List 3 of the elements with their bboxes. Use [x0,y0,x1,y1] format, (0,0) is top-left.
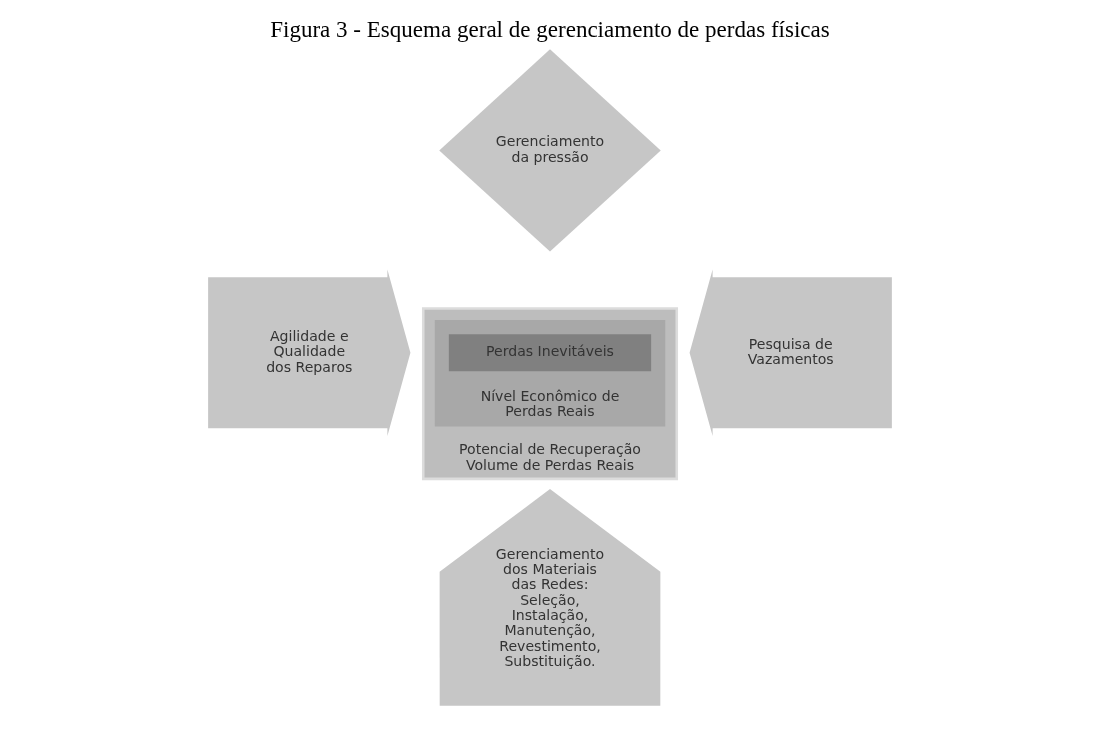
node-box: Perdas Inevitáveis [448,334,652,372]
diagram-title: Figura 3 - Esquema geral de gerenciamento de perdas físicas [270,16,830,42]
node-diamond: Gerenciamento da pressão [439,49,661,252]
